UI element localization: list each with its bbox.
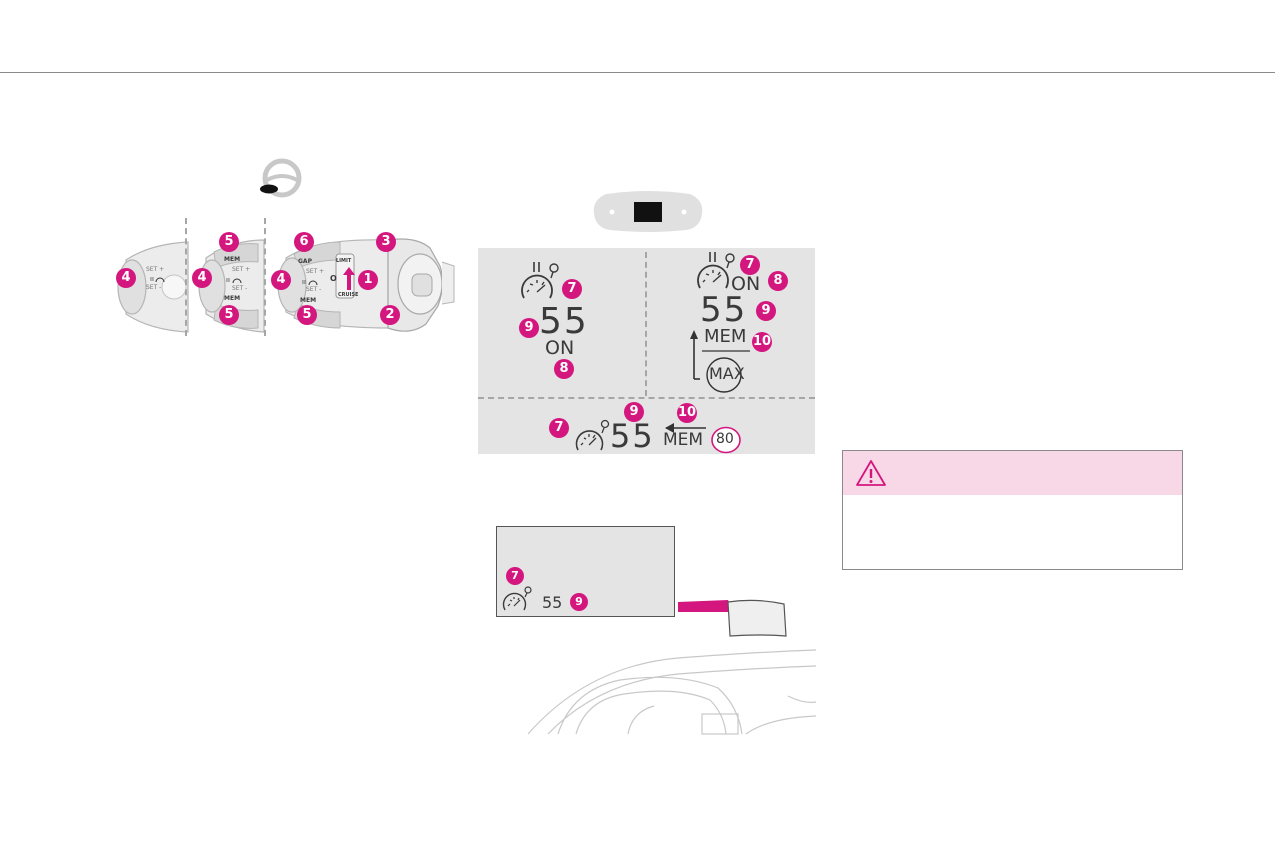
badge-9: 9: [519, 318, 539, 338]
cluster-divider-vertical: [645, 252, 647, 396]
badge-7: 7: [506, 567, 524, 585]
stalk-middle-speedometer-icon: ıı: [226, 276, 242, 284]
instrument-cluster-icon: [593, 191, 703, 232]
stalk-right-set-minus: SET -: [306, 286, 322, 293]
steering-wheel-icon: [260, 158, 302, 198]
warning-box: [842, 450, 1183, 570]
separator-dashed: [185, 218, 187, 336]
stalk-left-speedometer-icon: ıı: [150, 275, 165, 283]
badge-4-middle: 4: [192, 268, 212, 288]
badge-2: 2: [380, 305, 400, 325]
speed-limit-sign-icon: [711, 426, 741, 454]
stalk-view-left: [117, 241, 189, 333]
warning-triangle-icon: [856, 460, 886, 486]
badge-10: 10: [677, 403, 697, 423]
stalk-right-gap: GAP: [298, 258, 312, 265]
badge-8: 8: [768, 271, 788, 291]
speedometer-cruise-icon: [697, 252, 735, 289]
lcd-mem: MEM: [663, 430, 704, 450]
badge-9: 9: [756, 301, 776, 321]
stalk-right-set-plus: SET +: [306, 268, 325, 275]
dashboard-line-drawing: [528, 599, 816, 735]
speedometer-icon: [575, 419, 610, 451]
badge-5-top: 5: [219, 232, 239, 252]
badge-8: 8: [554, 359, 574, 379]
top-rule: [0, 72, 1275, 73]
stalk-middle-set-minus: SET -: [232, 285, 248, 292]
lcd-status-on: ON: [731, 273, 761, 295]
stalk-right-cruise: CRUISE: [338, 292, 359, 298]
stalk-left-set-plus: SET +: [146, 266, 165, 273]
stalk-right-limit: LIMIT: [336, 258, 352, 264]
badge-10: 10: [752, 332, 772, 352]
badge-5-right: 5: [297, 305, 317, 325]
badge-1: 1: [358, 270, 378, 290]
separator-dashed: [264, 218, 266, 336]
hud-speedometer-icon: [502, 586, 532, 611]
svg-text:ıı: ıı: [150, 275, 154, 283]
mem-to-max-arrow-icon: [690, 330, 750, 393]
badge-5-bottom: 5: [219, 305, 239, 325]
badge-9: 9: [624, 402, 644, 422]
svg-text:ıı: ıı: [302, 278, 306, 286]
stalk-right-mem: MEM: [300, 297, 317, 304]
badge-7: 7: [549, 418, 569, 438]
hud-speed: 55: [542, 593, 563, 612]
lcd-status-on: ON: [545, 337, 575, 359]
stalk-middle-mem-bottom: MEM: [224, 295, 241, 302]
lcd-mem: MEM: [704, 326, 747, 347]
svg-text:ıı: ıı: [226, 276, 230, 284]
badge-6: 6: [294, 232, 314, 252]
lcd-max: MAX: [709, 364, 745, 383]
lcd-speed: 55: [700, 290, 748, 330]
stalk-left-set-minus: SET -: [146, 284, 162, 291]
badge-3: 3: [376, 232, 396, 252]
stalk-middle-mem-top: MEM: [224, 256, 241, 263]
badge-7: 7: [740, 255, 760, 275]
badge-4-left: 4: [116, 268, 136, 288]
speedometer-limiter-icon: [521, 262, 559, 299]
cluster-divider-horizontal: [478, 397, 815, 399]
warning-header: [843, 451, 1182, 495]
stalk-middle-set-plus: SET +: [232, 266, 251, 273]
badge-4-right: 4: [271, 270, 291, 290]
badge-7: 7: [562, 279, 582, 299]
ring-up-arrow-icon: [343, 267, 355, 290]
speed-limit-value: 80: [716, 431, 734, 447]
stalk-right-speedometer-icon: ıı: [302, 278, 318, 286]
lcd-speed: 55: [610, 417, 655, 455]
badge-9: 9: [570, 593, 588, 611]
stalk-right-off: O: [330, 274, 337, 283]
left-arrow-icon: [665, 423, 706, 433]
lcd-speed: 55: [539, 301, 589, 342]
